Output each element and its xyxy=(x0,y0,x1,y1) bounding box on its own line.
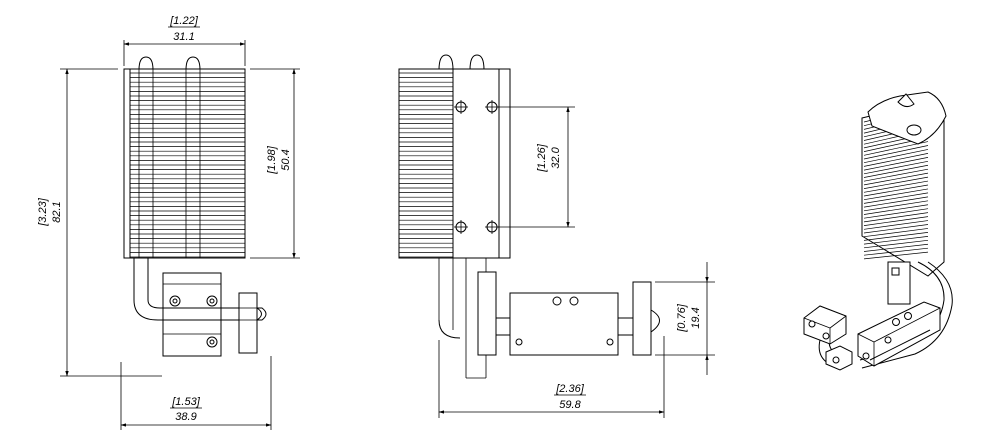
front-fin-stack xyxy=(123,68,246,259)
side-hole-spacing-mm: 32.0 xyxy=(550,146,562,168)
iso-fin-line xyxy=(863,243,929,252)
iso-fin-line xyxy=(863,172,929,186)
side-fin-stack xyxy=(398,68,511,259)
side-base-block xyxy=(509,292,619,356)
iso-fin-line xyxy=(863,224,929,234)
front-base-width-mm: 38.9 xyxy=(175,411,196,423)
side-depth-inch: [2.36] xyxy=(555,383,584,395)
iso-fin-line xyxy=(863,232,929,241)
side-hole-spacing-inch: [1.26] xyxy=(536,143,548,172)
iso-fin-line xyxy=(863,153,929,167)
iso-fin-line xyxy=(863,239,929,249)
iso-fin-line xyxy=(863,180,929,193)
iso-fin-line xyxy=(863,204,929,215)
iso-fin-line xyxy=(863,160,929,175)
iso-fin-line xyxy=(863,196,929,208)
iso-fin-line xyxy=(863,236,929,245)
side-clip-height-inch: [0.76] xyxy=(676,303,688,332)
front-height-inch: [3.23] xyxy=(37,197,49,226)
front-clip xyxy=(238,292,258,354)
iso-fin-line xyxy=(863,176,929,189)
front-fin-height-inch: [1.98] xyxy=(266,145,278,174)
side-clip-height-mm: 19.4 xyxy=(690,307,702,328)
iso-fin-line xyxy=(863,228,929,238)
front-width-inch: [1.22] xyxy=(169,15,198,27)
iso-fin-line xyxy=(863,188,929,201)
iso-fin-line xyxy=(863,251,929,260)
front-base-width-inch: [1.53] xyxy=(171,396,200,408)
iso-fin-line xyxy=(863,168,929,182)
side-depth-mm: 59.8 xyxy=(559,399,581,411)
iso-fin-line xyxy=(863,216,929,226)
iso-fin-line xyxy=(863,145,929,160)
front-view: [1.22] 31.1 [3.23] 82.1 [1.98] 50.4 [1.5… xyxy=(37,15,300,430)
front-base-block xyxy=(162,272,222,357)
iso-fin-line xyxy=(863,184,929,197)
front-height-mm: 82.1 xyxy=(51,201,63,222)
iso-fin-line xyxy=(863,220,929,230)
iso-fin-line xyxy=(863,149,929,164)
iso-fin-line xyxy=(863,157,929,171)
iso-fin-line xyxy=(863,164,929,178)
side-view: [1.26] 32.0 [0.76] 19.4 [2.36] 59.8 xyxy=(398,54,715,418)
iso-fin-line xyxy=(863,208,929,219)
iso-fin-line xyxy=(863,247,929,256)
isometric-view xyxy=(803,91,953,371)
iso-fin-line xyxy=(863,192,929,204)
iso-fin-line xyxy=(863,212,929,223)
iso-fin-line xyxy=(863,200,929,212)
front-fin-height-mm: 50.4 xyxy=(280,149,292,170)
front-width-mm: 31.1 xyxy=(173,31,194,43)
side-clip xyxy=(632,281,652,356)
